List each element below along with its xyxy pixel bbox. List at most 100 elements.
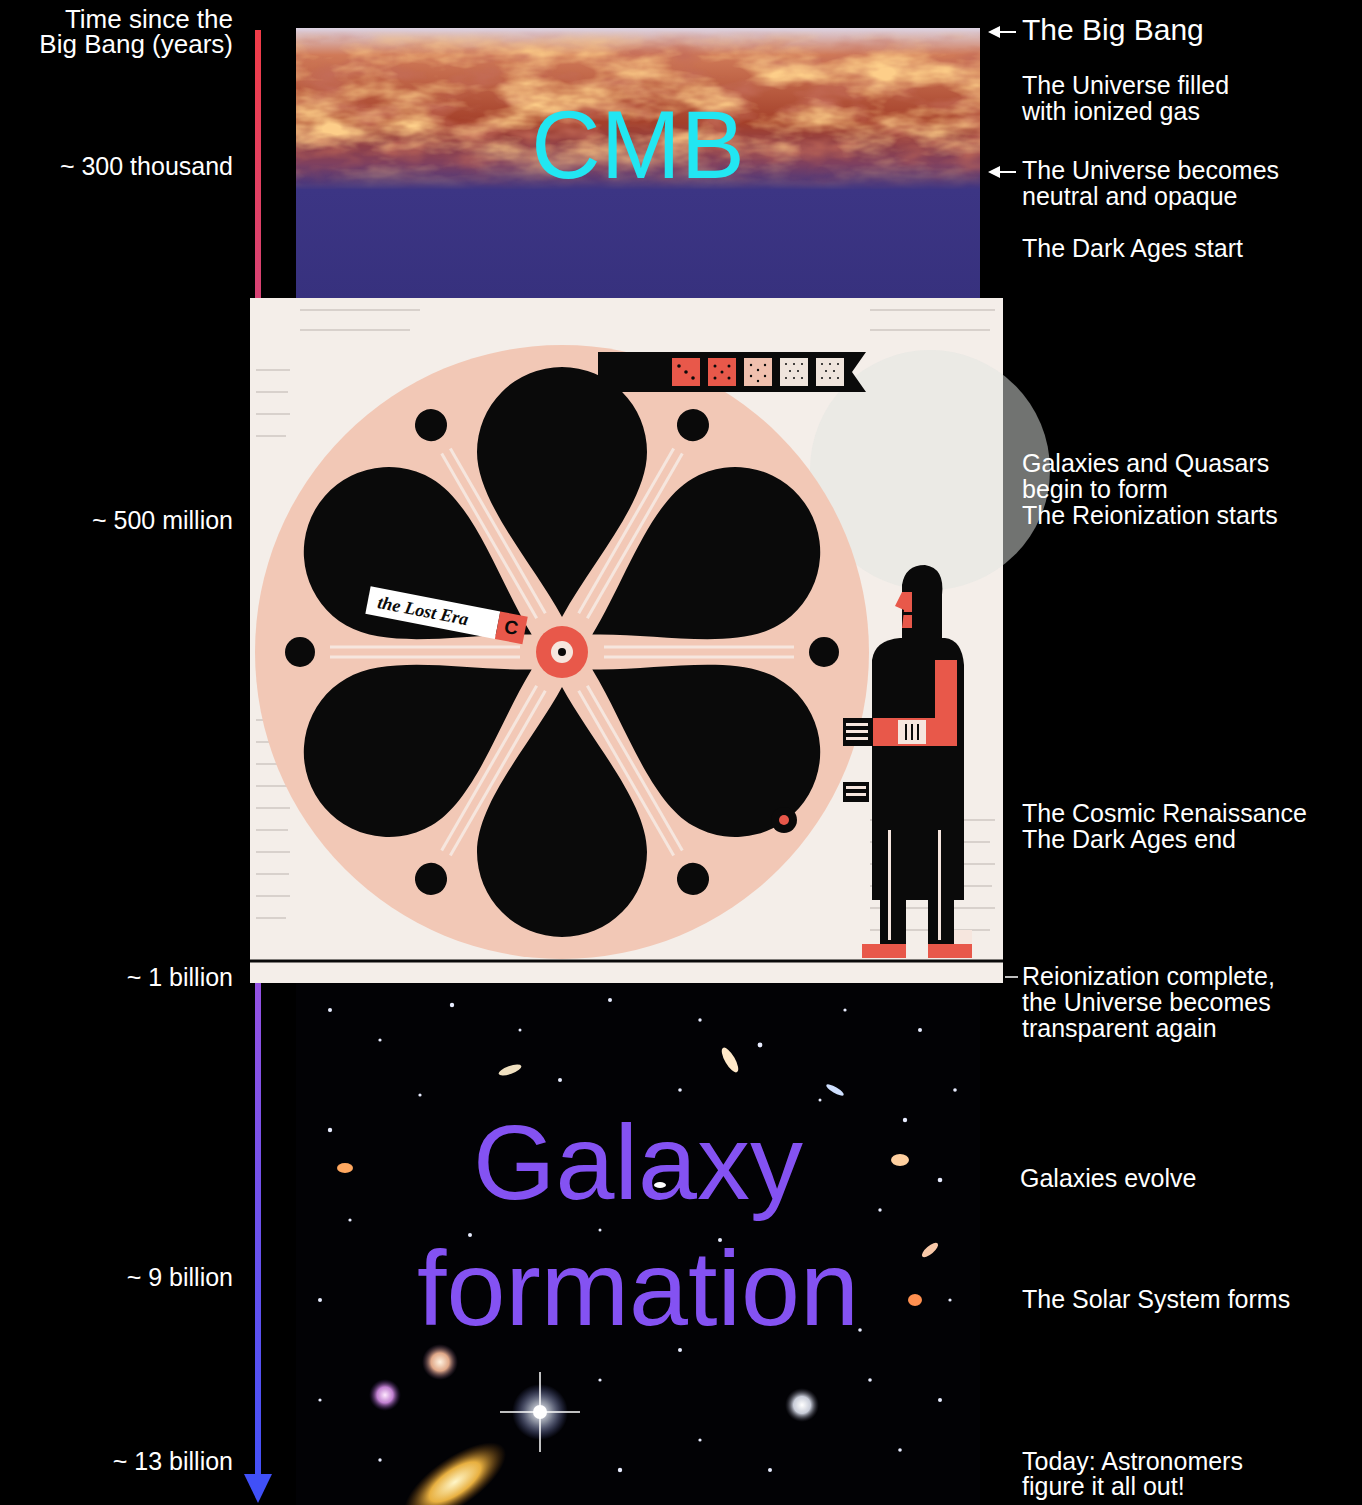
deep-field-image-part-part xyxy=(348,1218,351,1221)
lost-era-illustration-part xyxy=(250,960,1003,963)
lost-era-illustration-part-part-part xyxy=(604,646,794,649)
lost-era-illustration-part-part xyxy=(821,363,823,365)
label-slot: Galaxies evolve xyxy=(1020,1164,1350,1192)
lost-era-illustration-part-part xyxy=(579,449,683,619)
pointer-arrows-part xyxy=(1005,976,1018,978)
lost-era-illustration-part-part xyxy=(256,413,290,415)
event-label: The Dark Ages start xyxy=(1022,234,1352,262)
lost-era-illustration-part-part xyxy=(829,377,831,379)
lost-era-illustration-part-part xyxy=(728,365,731,368)
deep-field-image-part-part xyxy=(318,1298,322,1302)
lost-era-illustration-part-part xyxy=(256,873,289,875)
event-label: Today: Astronomers figure it all out! xyxy=(1022,1449,1297,1499)
lost-era-illustration-part-part xyxy=(684,370,688,374)
deep-field-image-part-part xyxy=(819,1099,822,1102)
deep-field-image-part xyxy=(719,1045,742,1074)
lost-era-illustration-part xyxy=(846,793,866,796)
lost-era-illustration-part xyxy=(917,724,919,740)
lost-era-illustration-part xyxy=(273,367,852,937)
lost-era-illustration-part-part-part xyxy=(330,646,520,649)
lost-era-illustration-part-part-part xyxy=(604,656,794,659)
lost-era-illustration-part-part xyxy=(793,363,795,365)
pointer-arrows-part xyxy=(988,26,1000,38)
lost-era-illustration-part-part xyxy=(256,807,290,809)
time-label: ~ 1 billion xyxy=(20,963,233,991)
era-letter: C xyxy=(495,611,528,644)
lost-era-illustration-part-part xyxy=(300,309,420,311)
lost-era-illustration-part-part-part xyxy=(450,449,545,614)
lost-era-illustration-part-part xyxy=(825,370,827,372)
lost-era-illustration-part-part-part xyxy=(579,449,674,614)
lost-era-illustration-part-part xyxy=(256,895,290,897)
deep-field-image-part xyxy=(337,1163,353,1173)
lost-era-illustration-part xyxy=(771,807,797,833)
lost-era-illustration-part xyxy=(672,358,700,386)
lost-era-illustration-part-part xyxy=(256,435,286,437)
label-slot: The Universe filled with ionized gas xyxy=(1022,72,1262,124)
lost-era-illustration-part-part-part xyxy=(330,656,520,659)
deep-field-image-part-part xyxy=(519,1029,522,1032)
cmb-band: CMB xyxy=(296,28,980,298)
lost-era-illustration-part xyxy=(898,720,926,744)
deep-field-image-part-part xyxy=(698,1438,701,1441)
lost-era-illustration xyxy=(250,298,1050,983)
lost-era-illustration-part xyxy=(780,358,808,386)
event-label: The Cosmic Renaissance xyxy=(1022,800,1357,826)
lost-era-illustration-part-part xyxy=(789,370,791,372)
event-label: The Dark Ages end xyxy=(1022,826,1357,852)
lost-era-illustration-part xyxy=(677,363,839,382)
deep-field-image-part-part xyxy=(618,1468,622,1472)
event-label: Galaxies evolve xyxy=(1020,1164,1350,1192)
lost-era-illustration-part-part xyxy=(793,377,795,379)
lost-era-illustration-part xyxy=(285,403,839,901)
lost-era-illustration-part-part xyxy=(256,829,288,831)
deep-field-image-part-part xyxy=(938,1398,942,1402)
deep-field-image-part-part xyxy=(318,1398,321,1401)
lost-era-illustration-part xyxy=(816,358,844,386)
lost-era-strip: the Lost EraC xyxy=(365,586,527,644)
lost-era-illustration-part xyxy=(954,930,972,944)
lost-era-illustration-part-part xyxy=(801,363,803,365)
deep-field-image xyxy=(296,983,980,1505)
deep-field-image-part-part xyxy=(558,1078,562,1082)
lost-era-illustration-part xyxy=(905,724,907,740)
event-label: The Universe filled with ionized gas xyxy=(1022,72,1262,124)
label-slot: The Reionization starts xyxy=(1022,502,1352,528)
band-title: CMB xyxy=(296,90,980,200)
event-label: Reionization complete, the Universe beco… xyxy=(1022,963,1307,1041)
lost-era-illustration-part xyxy=(330,449,794,856)
lost-era-illustration-part-part-part xyxy=(442,454,537,619)
lost-era-illustration-part xyxy=(873,718,935,746)
lost-era-illustration-part xyxy=(708,358,736,386)
lost-era-illustration-part-part xyxy=(750,375,752,377)
lost-era-illustration-part-part xyxy=(829,363,831,365)
lost-era-illustration-part-part xyxy=(728,377,731,380)
time-label: ~ 500 million xyxy=(20,506,233,534)
lost-era-illustration-part xyxy=(880,900,906,945)
label-slot: Time since the Big Bang (years) xyxy=(28,7,233,57)
deep-field-image-part xyxy=(908,1294,922,1306)
lost-era-illustration-part-part xyxy=(691,376,695,380)
lost-era-illustration-part-part xyxy=(797,370,799,372)
lost-era-illustration-part-part xyxy=(256,391,288,393)
lost-era-illustration-part-part xyxy=(256,917,286,919)
event-label: The Universe becomes neutral and opaque xyxy=(1022,157,1312,209)
lost-era-illustration-part xyxy=(911,724,913,740)
lost-era-illustration-part-part xyxy=(801,377,803,379)
lost-era-illustration-part-part xyxy=(579,686,683,856)
time-label: ~ 9 billion xyxy=(20,1263,233,1291)
event-label: Galaxies and Quasars begin to form xyxy=(1022,450,1322,502)
deep-field-image-part-part xyxy=(328,1008,332,1012)
lost-era-illustration-part-part xyxy=(714,365,717,368)
lost-era-illustration-part-part xyxy=(833,370,835,372)
deep-field-image-part-part xyxy=(328,1128,332,1132)
label-slot: ~ 500 million xyxy=(20,506,233,534)
panel-title: Galaxy formation xyxy=(296,1099,980,1351)
deep-field-image-part xyxy=(891,1154,909,1166)
lost-era-illustration-part-part xyxy=(604,647,794,657)
lost-era-illustration-part xyxy=(888,830,891,940)
deep-field-image-part-part xyxy=(868,1378,872,1382)
lost-era-illustration-part xyxy=(255,345,869,959)
lost-era-illustration-part xyxy=(902,612,912,615)
